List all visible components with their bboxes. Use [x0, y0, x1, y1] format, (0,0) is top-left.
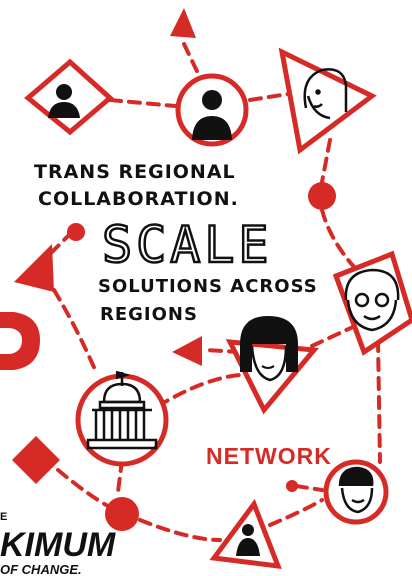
connector-center-to-right	[248, 92, 290, 102]
connectors	[34, 42, 382, 542]
collab-title-line1: TRANS REGIONAL	[34, 161, 236, 183]
arrow-head-left-icon	[14, 244, 54, 292]
dot-icon	[308, 182, 336, 210]
connector-capitol-to-face	[156, 373, 242, 408]
person-face-icon	[240, 316, 298, 382]
arrow-head-top-icon	[170, 8, 196, 38]
person-face-icon	[303, 68, 348, 120]
dot-icon	[105, 497, 139, 531]
circle-face-bottom-right	[323, 459, 389, 525]
connector-network-dot	[294, 484, 324, 492]
person-face-icon	[338, 466, 374, 514]
connector-left-to-center	[108, 98, 177, 108]
triangle-face-top-right	[278, 47, 377, 155]
square-face-right	[332, 250, 412, 356]
circle-capitol	[75, 370, 169, 467]
brand-line2: KIMUM	[0, 526, 116, 564]
solutions-line2: REGIONS	[100, 304, 198, 325]
person-silhouette-icon	[236, 524, 260, 556]
dot-icon	[286, 480, 298, 492]
connector-face-to-right	[310, 324, 357, 348]
connector-right-down	[320, 138, 332, 184]
connector-dot-to-triangle	[138, 518, 222, 542]
solutions-line1: SOLUTIONS ACROSS	[98, 276, 318, 297]
brand-line3: OF CHANGE.	[0, 562, 82, 576]
triangle-face-center	[225, 316, 319, 415]
connector-diamond-to-dot	[56, 468, 110, 508]
connector-bottom-triangle-to-face	[268, 498, 324, 527]
arrow-head-mid-icon	[172, 336, 202, 366]
network-label: NETWORK	[206, 443, 332, 469]
person-face-icon	[344, 268, 400, 332]
triangle-person-bottom	[209, 498, 282, 569]
letter-d-shape	[0, 312, 40, 370]
brand-line1: E	[0, 511, 7, 523]
connector-dot-down	[320, 208, 357, 270]
collab-title-line2: COLLABORATION.	[38, 188, 239, 210]
connector-left-triangle-down	[52, 288, 98, 374]
circle-person-top-center	[175, 73, 249, 147]
diamond-solid-left	[12, 436, 60, 484]
dot-icon	[67, 223, 85, 241]
connector-right-face-down	[376, 338, 382, 464]
capitol-building-icon	[86, 370, 158, 450]
person-silhouette-icon	[192, 90, 232, 140]
diamond-person-top-left	[24, 58, 114, 136]
person-silhouette-icon	[48, 84, 80, 118]
scale-heading: SCALE	[102, 216, 273, 274]
